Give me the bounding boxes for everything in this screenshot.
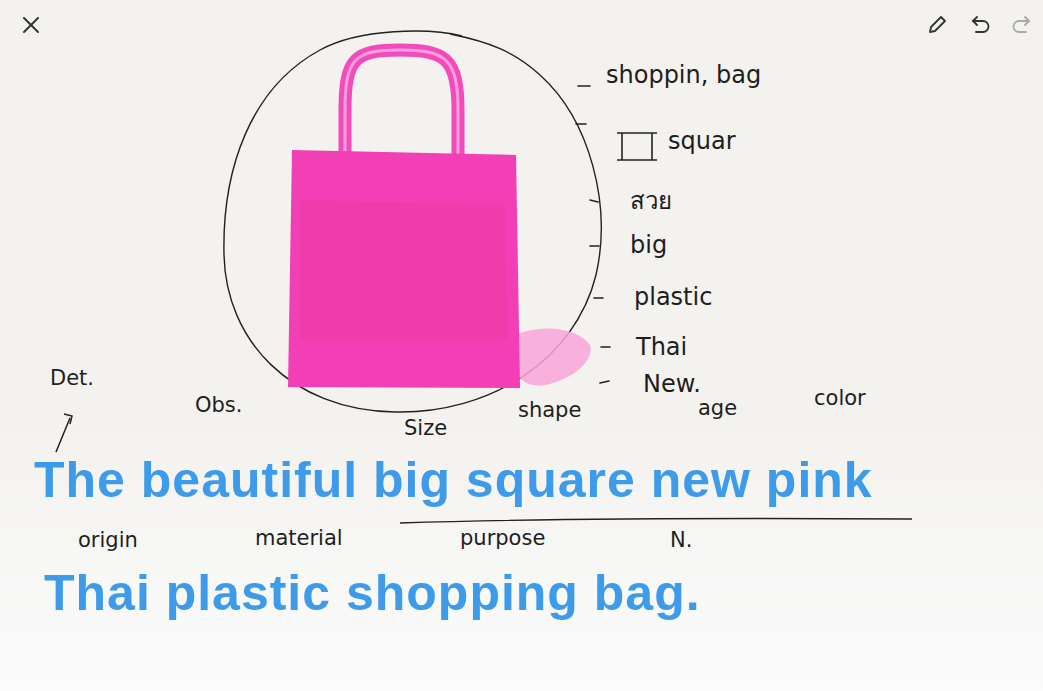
category-label: purpose bbox=[460, 526, 545, 550]
det-pointer bbox=[56, 414, 72, 452]
note-text: plastic bbox=[634, 284, 712, 312]
note-text: Thai bbox=[636, 334, 687, 362]
category-label: shape bbox=[518, 398, 581, 422]
example-sentence: The beautiful big square new pink bbox=[34, 452, 873, 510]
bag-handle bbox=[345, 50, 458, 158]
note-text: big bbox=[630, 232, 667, 260]
category-label: color bbox=[814, 386, 866, 410]
bag-handle-highlight bbox=[345, 50, 458, 158]
bag-body bbox=[288, 150, 520, 388]
note-text: New. bbox=[643, 371, 701, 399]
redo-icon bbox=[1014, 17, 1029, 32]
enclosing-circle bbox=[224, 31, 601, 412]
undo-icon bbox=[973, 17, 989, 32]
square-symbol bbox=[617, 133, 657, 160]
note-text: squar bbox=[668, 128, 736, 156]
pencil-icon bbox=[930, 17, 945, 32]
example-sentence: Thai plastic shopping bag. bbox=[44, 565, 701, 623]
pink-smear bbox=[515, 328, 591, 385]
close-icon bbox=[24, 18, 38, 32]
category-label: Det. bbox=[50, 366, 94, 390]
category-label: N. bbox=[670, 528, 692, 552]
note-text: สวย bbox=[630, 188, 672, 216]
bag-shading bbox=[300, 200, 508, 340]
note-text: shoppin, bag bbox=[606, 62, 761, 90]
category-label: origin bbox=[78, 528, 138, 552]
category-label: material bbox=[255, 526, 343, 550]
category-label: Obs. bbox=[195, 393, 242, 417]
category-label: age bbox=[698, 396, 737, 420]
category-label: Size bbox=[404, 416, 447, 440]
list-dashes bbox=[576, 86, 610, 383]
underline bbox=[400, 518, 912, 523]
